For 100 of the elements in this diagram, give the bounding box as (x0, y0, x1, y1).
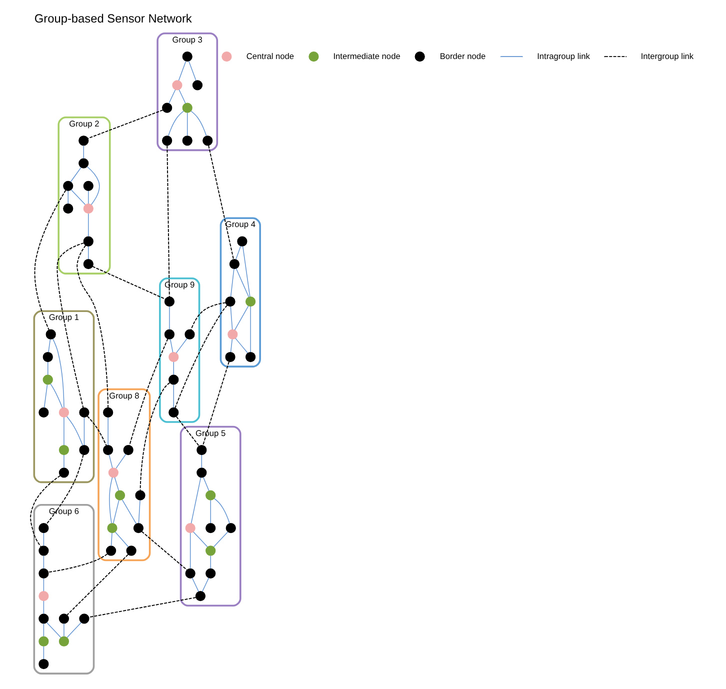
cluster: Group 4 (219, 217, 260, 368)
cluster: Group 8 (97, 388, 150, 562)
connector (235, 268, 249, 298)
connector (230, 268, 234, 297)
connector (48, 338, 50, 352)
connector (83, 417, 84, 446)
connector (186, 112, 188, 136)
connector (70, 189, 86, 206)
cluster: Group 6 (32, 504, 94, 674)
connector (52, 338, 64, 408)
connector (66, 622, 82, 638)
connector (234, 338, 248, 354)
connector (202, 476, 209, 492)
node-circle (224, 296, 235, 307)
node-circle (38, 636, 48, 646)
connector (108, 477, 112, 524)
connector (114, 477, 119, 491)
node-circle (78, 158, 88, 168)
connector (47, 362, 48, 376)
cluster: Group 3 (156, 32, 218, 152)
connector (167, 110, 184, 136)
connector (174, 304, 228, 408)
node-circle (196, 444, 206, 456)
connector (191, 578, 198, 592)
connector (114, 532, 128, 548)
connector (66, 554, 128, 616)
connector (139, 382, 170, 491)
connector (242, 246, 250, 298)
node-circle (202, 136, 212, 146)
connector (42, 600, 44, 614)
legend-label: Intragroup link (536, 50, 590, 61)
node-circle (38, 568, 48, 578)
node-circle (58, 636, 69, 646)
connector (168, 306, 170, 330)
connector (67, 190, 68, 204)
connector (189, 532, 190, 569)
node-circle (102, 407, 113, 418)
connector (178, 89, 186, 104)
connector (110, 532, 112, 546)
node-circle (42, 352, 52, 362)
connector (42, 532, 44, 546)
node-circle (244, 296, 256, 307)
node-circle (58, 407, 69, 418)
node-circle (184, 329, 194, 340)
node-circle (182, 136, 192, 146)
node-circle (78, 136, 88, 146)
cluster: Group 2 (57, 116, 110, 274)
node-circle (58, 614, 69, 624)
connector (235, 246, 241, 260)
node-circle (58, 468, 69, 478)
legend-label: Intergroup link (640, 50, 694, 61)
connector (200, 454, 202, 468)
connector (190, 302, 226, 330)
legend-label: Border node (439, 50, 486, 61)
connector (46, 622, 61, 638)
node-circle (114, 490, 125, 500)
connector (92, 266, 166, 300)
connector (107, 417, 108, 446)
connector (128, 338, 168, 446)
connector (63, 417, 64, 446)
node-circle (162, 136, 172, 146)
connector (172, 362, 174, 376)
node-circle (106, 523, 117, 534)
node-circle (38, 614, 48, 624)
node-circle (228, 258, 240, 270)
cluster: Group 9 (158, 277, 200, 423)
connector (42, 555, 44, 569)
connector (175, 338, 187, 354)
connector (172, 384, 174, 408)
node-circle (62, 204, 73, 214)
node-circle (126, 546, 136, 556)
node-circle (164, 329, 174, 340)
node-circle (82, 258, 93, 270)
node-circle (38, 407, 48, 418)
node-circle (122, 444, 133, 456)
connector (66, 416, 83, 446)
node-circle (172, 80, 182, 90)
node-circle (62, 180, 73, 191)
connector (43, 384, 48, 408)
connector (175, 416, 199, 446)
connector (63, 454, 64, 468)
connector (48, 554, 108, 573)
connector (230, 306, 232, 330)
node-circle (105, 546, 116, 556)
node-circle (168, 352, 178, 362)
node-circle (38, 590, 48, 602)
node-circle (164, 296, 174, 307)
node-circle (194, 590, 206, 602)
connector (88, 597, 196, 618)
connector (34, 190, 66, 330)
connector (86, 166, 100, 206)
node-circle (58, 444, 69, 456)
legend-label: Intermediate node (332, 50, 400, 61)
connector (212, 532, 228, 548)
connector (42, 623, 44, 637)
connector (166, 145, 170, 298)
connector (76, 244, 108, 408)
connector (50, 383, 62, 408)
connector (140, 531, 187, 570)
connector (201, 578, 209, 592)
